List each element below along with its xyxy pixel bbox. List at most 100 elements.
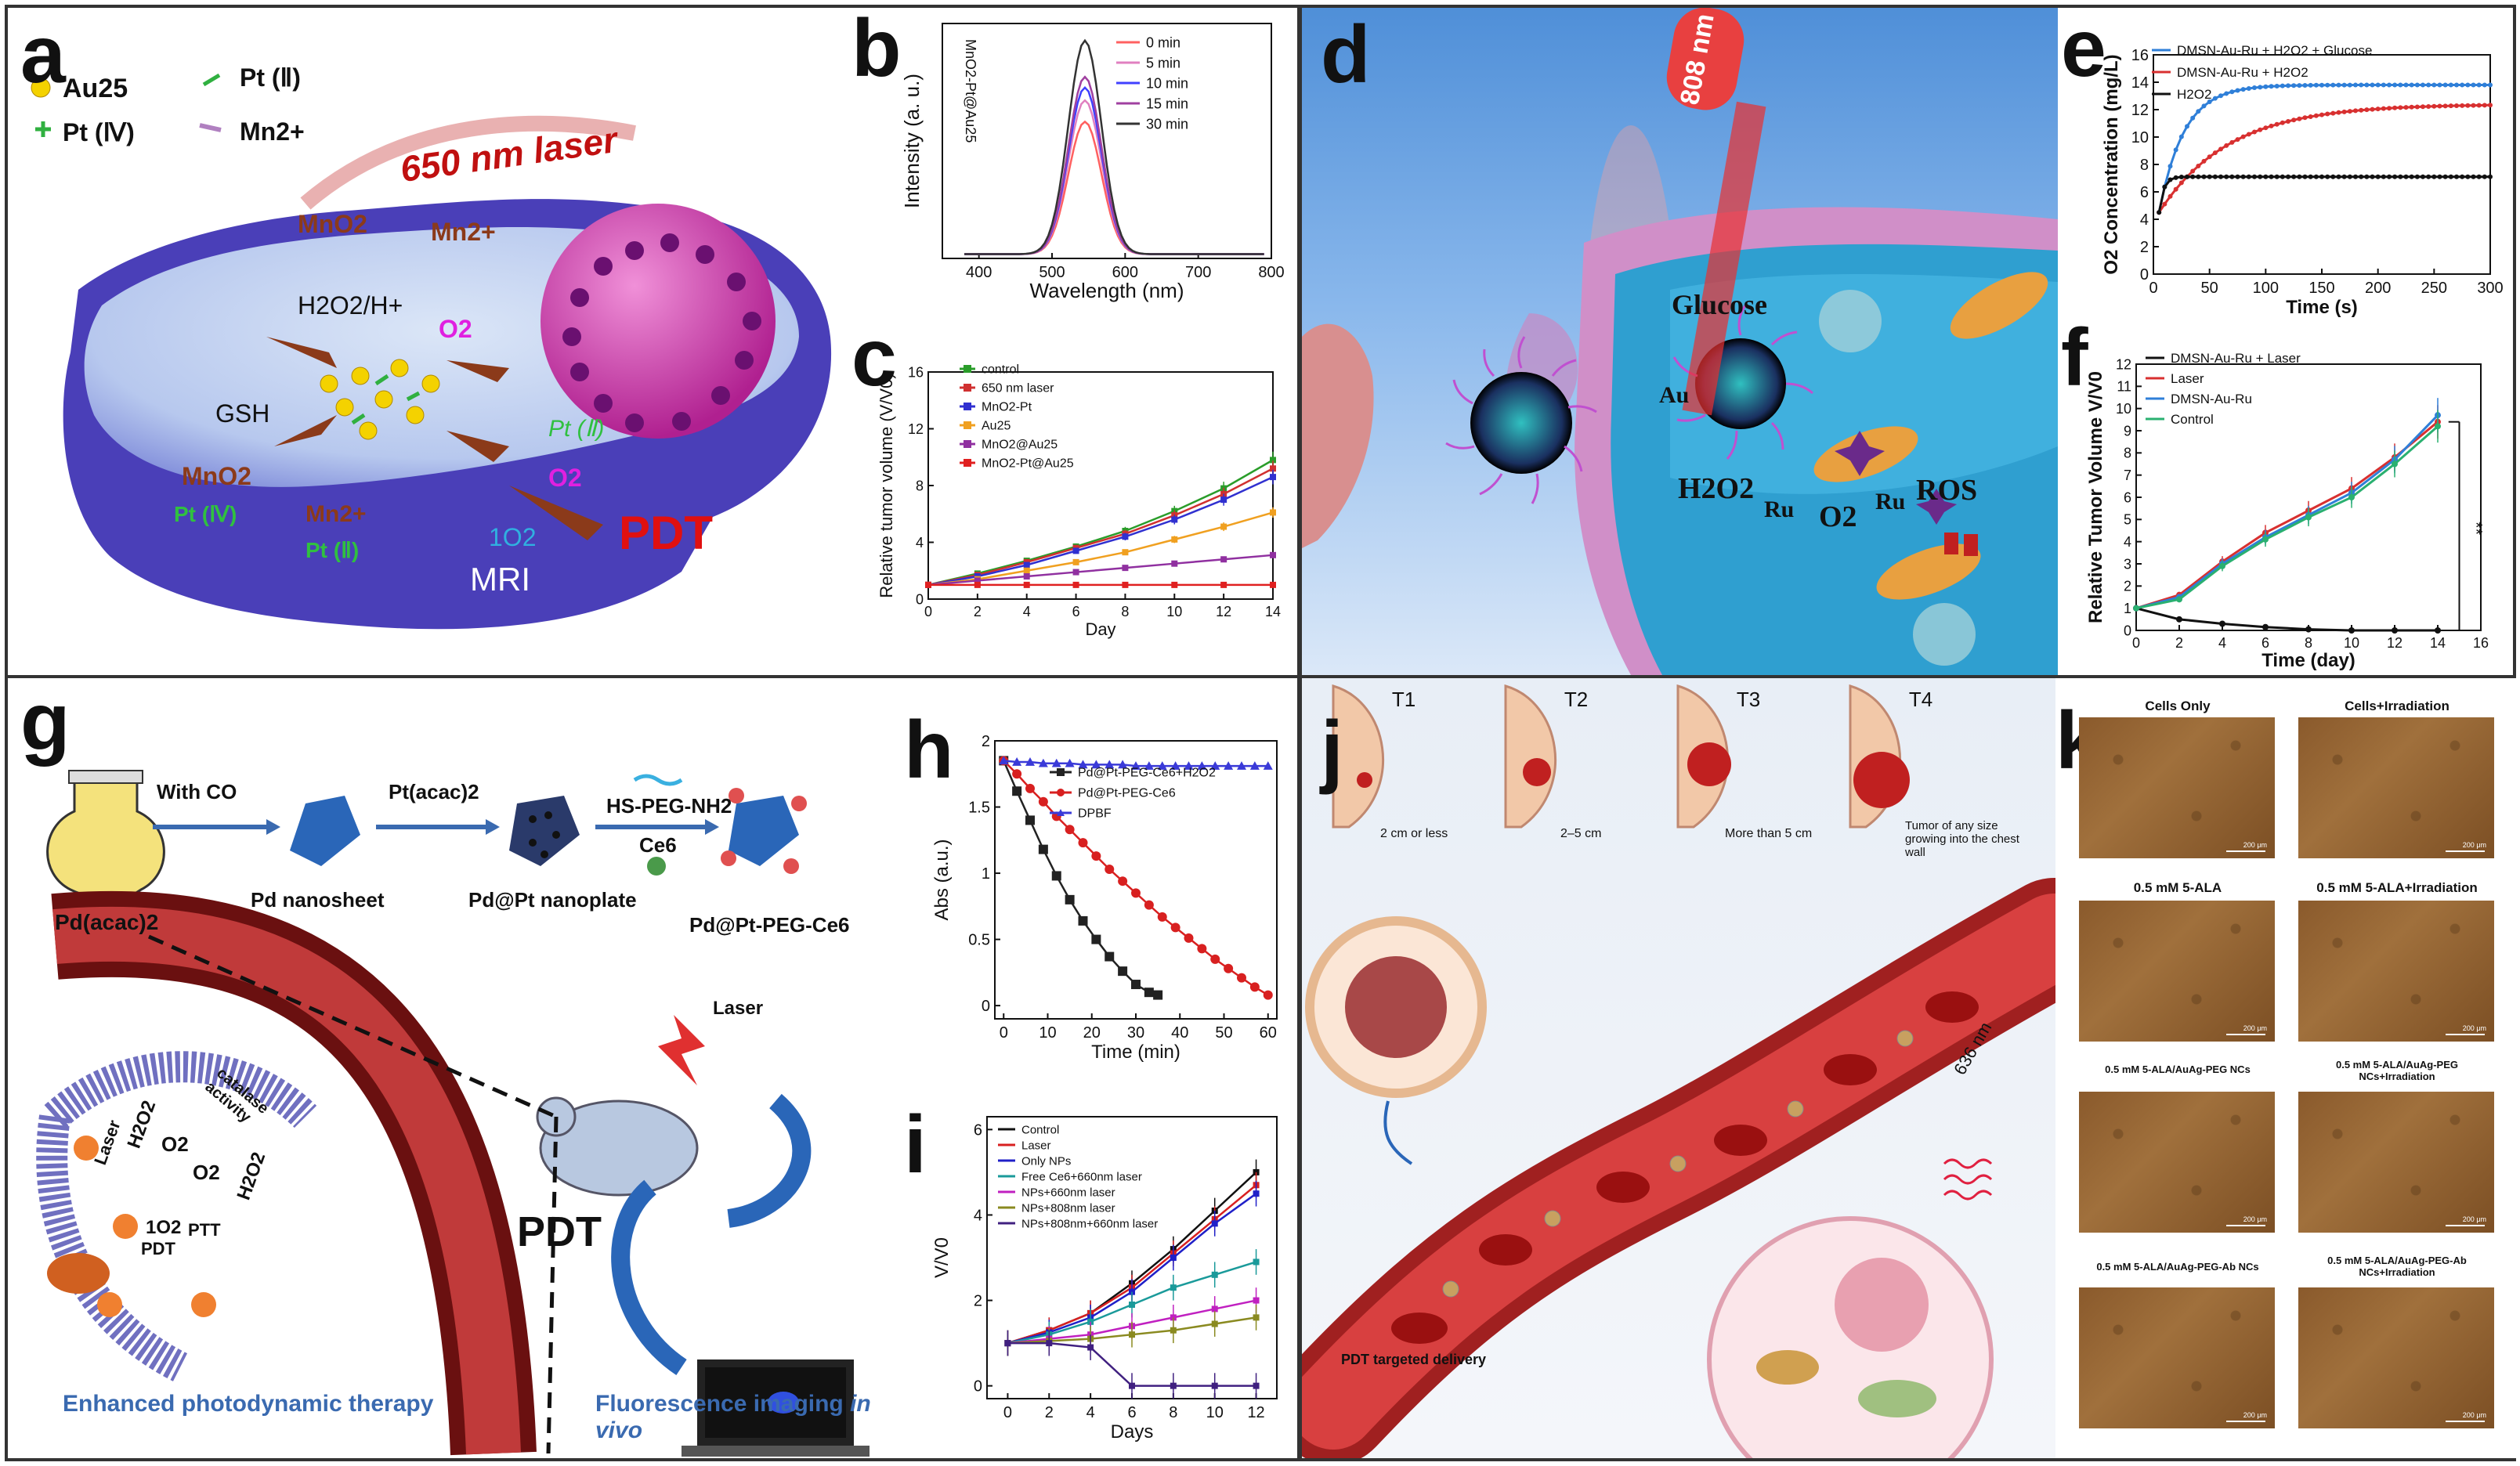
data-point bbox=[2201, 103, 2207, 109]
legend-c-marker bbox=[964, 384, 971, 392]
y-tick-label: 2 bbox=[2124, 579, 2131, 594]
panel-letter-f: f bbox=[2061, 317, 2088, 403]
data-point bbox=[1270, 474, 1276, 481]
data-point bbox=[2341, 82, 2347, 88]
data-point bbox=[2460, 103, 2465, 108]
data-point bbox=[2167, 193, 2173, 199]
caption-pdt-targeted: PDT targeted delivery bbox=[1341, 1352, 1487, 1367]
data-point bbox=[2207, 154, 2212, 160]
y-axis-label: Intensity (a. u.) bbox=[900, 74, 924, 208]
legend-i-label: Control bbox=[1021, 1123, 1059, 1136]
data-point bbox=[2302, 82, 2308, 88]
k-title-3: 0.5 mM 5-ALA bbox=[2133, 880, 2222, 895]
data-point bbox=[1184, 933, 1194, 943]
caption-fluorescence-main: Fluorescence imaging bbox=[595, 1391, 851, 1417]
data-point bbox=[1004, 1340, 1011, 1347]
x-tick-label: 50 bbox=[2201, 280, 2218, 297]
data-point bbox=[2196, 174, 2201, 179]
data-point bbox=[2291, 117, 2297, 123]
legend-i-label: NPs+808nm+660nm laser bbox=[1021, 1217, 1158, 1230]
x-tick-label: 0 bbox=[924, 604, 932, 619]
data-point bbox=[2336, 110, 2341, 115]
legend-c-label: 650 nm laser bbox=[982, 382, 1054, 395]
y-tick-label: 0 bbox=[2140, 266, 2149, 283]
y-tick-label: 16 bbox=[2131, 47, 2149, 64]
data-point bbox=[1046, 1340, 1053, 1347]
data-point bbox=[2387, 174, 2392, 179]
panel-a-illustration bbox=[31, 73, 832, 630]
spectrum-line bbox=[964, 120, 1264, 255]
data-point bbox=[1091, 851, 1101, 861]
data-point bbox=[2185, 174, 2189, 179]
data-point bbox=[1091, 934, 1101, 944]
x-tick-label: 40 bbox=[1171, 1024, 1188, 1042]
data-point bbox=[2409, 82, 2414, 88]
data-point bbox=[2471, 103, 2476, 108]
legend-i-label: NPs+808nm laser bbox=[1021, 1201, 1115, 1215]
data-point bbox=[1105, 951, 1115, 962]
legend-b-label: 5 min bbox=[1146, 55, 1180, 70]
data-point bbox=[2313, 113, 2319, 118]
panel-letter-i: i bbox=[904, 1100, 927, 1190]
data-point bbox=[1270, 509, 1276, 516]
data-point bbox=[2353, 174, 2358, 179]
data-point bbox=[2421, 82, 2425, 88]
legend-i-label: Laser bbox=[1021, 1139, 1051, 1152]
data-point bbox=[2280, 120, 2285, 125]
data-point bbox=[2235, 174, 2240, 179]
spectrum-line bbox=[964, 99, 1264, 255]
legend-i-label: NPs+660nm laser bbox=[1021, 1186, 1115, 1199]
x-axis-label: Days bbox=[1111, 1421, 1154, 1443]
data-point bbox=[2381, 106, 2386, 111]
data-point bbox=[1012, 757, 1022, 766]
x-tick-label: 6 bbox=[1127, 1404, 1136, 1421]
k-micrograph-1: 200 μm bbox=[2079, 717, 2275, 858]
label-o2-d: O2 bbox=[1819, 500, 1857, 533]
data-point bbox=[1129, 1302, 1135, 1308]
x-axis-label: Wavelength (nm) bbox=[1030, 279, 1184, 302]
y-axis-label: O2 Concentration (mg/L) bbox=[2101, 54, 2122, 274]
data-point bbox=[2392, 82, 2398, 88]
data-point bbox=[1263, 761, 1273, 770]
data-point bbox=[2471, 174, 2476, 179]
y-tick-label: 4 bbox=[916, 535, 924, 551]
data-point bbox=[2387, 82, 2392, 88]
spectrum-line bbox=[964, 38, 1264, 255]
caption-fluorescence: Fluorescence imaging in vivo bbox=[595, 1391, 901, 1444]
x-tick-label: 250 bbox=[2421, 280, 2447, 297]
label-o2-b: O2 bbox=[548, 464, 582, 492]
data-point bbox=[2167, 164, 2173, 169]
data-point bbox=[2359, 174, 2364, 179]
data-point bbox=[2218, 93, 2223, 99]
k-micrograph-4: 200 μm bbox=[2298, 901, 2494, 1042]
k-scale-label: 200 μm bbox=[2462, 1411, 2486, 1419]
data-point bbox=[2258, 174, 2263, 179]
y-tick-label: 1.5 bbox=[968, 800, 990, 817]
data-point bbox=[2325, 82, 2330, 88]
x-tick-label: 10 bbox=[1039, 1024, 1056, 1042]
series-line bbox=[2135, 414, 2439, 610]
series-line bbox=[927, 511, 1274, 587]
label-singlet-g: 1O2 bbox=[146, 1217, 182, 1238]
data-point bbox=[1270, 465, 1276, 472]
data-point bbox=[1153, 990, 1163, 1000]
data-point bbox=[2308, 174, 2313, 179]
legend-c-marker bbox=[964, 421, 971, 429]
data-point bbox=[2269, 123, 2274, 128]
data-point bbox=[925, 581, 931, 588]
label-ptt: PTT bbox=[188, 1220, 221, 1240]
x-tick-label: 14 bbox=[1265, 604, 1281, 619]
data-point bbox=[2286, 118, 2290, 124]
x-tick-label: 0 bbox=[2149, 280, 2157, 297]
data-point bbox=[1170, 1327, 1177, 1334]
data-point bbox=[2448, 174, 2453, 179]
data-point bbox=[2409, 104, 2414, 110]
data-point bbox=[1023, 581, 1030, 588]
data-point bbox=[1224, 761, 1234, 770]
label-ru-2: Ru bbox=[1875, 489, 1906, 515]
data-point bbox=[1211, 1382, 1218, 1389]
y-tick-label: 11 bbox=[2117, 379, 2131, 395]
